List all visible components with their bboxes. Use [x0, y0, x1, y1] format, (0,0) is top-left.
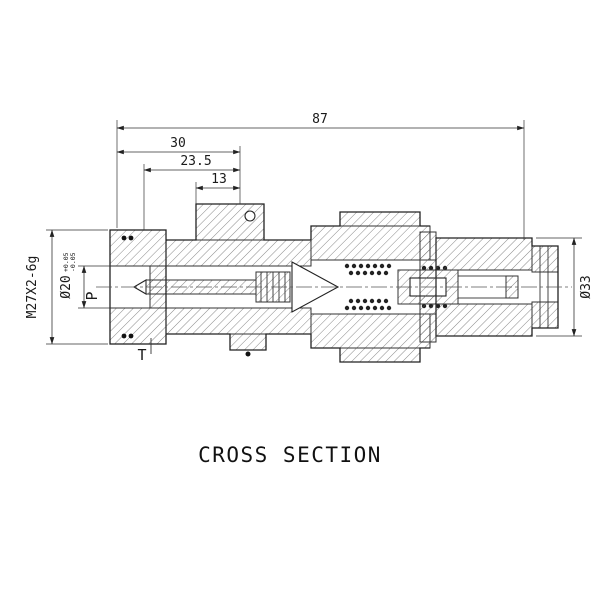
oring-dot — [121, 333, 127, 339]
dim-bore-20: Ø20 +0.05 -0.05 — [59, 252, 110, 309]
spring-chamber — [310, 211, 455, 363]
label-port-p: P — [83, 291, 101, 300]
dim-bore-text: Ø20 — [59, 275, 74, 298]
dim-overall-length: 87 — [116, 112, 525, 240]
drawing-title: CROSS SECTION — [198, 443, 382, 467]
dim-30: 30 — [116, 136, 241, 204]
dim-13-text: 13 — [211, 172, 227, 187]
port-t-text: T — [137, 346, 146, 364]
valve-assembly — [96, 203, 572, 363]
dim-bore-tol-lower: -0.05 — [69, 252, 77, 272]
oring-dot — [121, 235, 127, 241]
port-p-text: P — [83, 291, 101, 300]
dim-thread-m27: M27X2-6g — [25, 229, 108, 345]
valve-body-mid — [165, 203, 312, 357]
dim-30-text: 30 — [170, 136, 186, 151]
dim-23-5-text: 23.5 — [180, 154, 211, 169]
oring-dot — [128, 333, 134, 339]
dim-od-33-text: Ø33 — [579, 275, 594, 298]
dim-thread-text: M27X2-6g — [25, 256, 40, 319]
dim-od-33: Ø33 — [536, 237, 594, 337]
left-port-block — [109, 229, 167, 345]
oring-dot — [128, 235, 134, 241]
dim-overall-length-text: 87 — [312, 112, 328, 127]
pin-circle — [244, 210, 256, 222]
dim-bore-tol-upper: +0.05 — [62, 252, 70, 272]
dim-13: 13 — [195, 172, 241, 204]
drain-dot — [245, 351, 251, 357]
dim-23-5: 23.5 — [143, 154, 241, 230]
label-port-t: T — [137, 338, 152, 364]
